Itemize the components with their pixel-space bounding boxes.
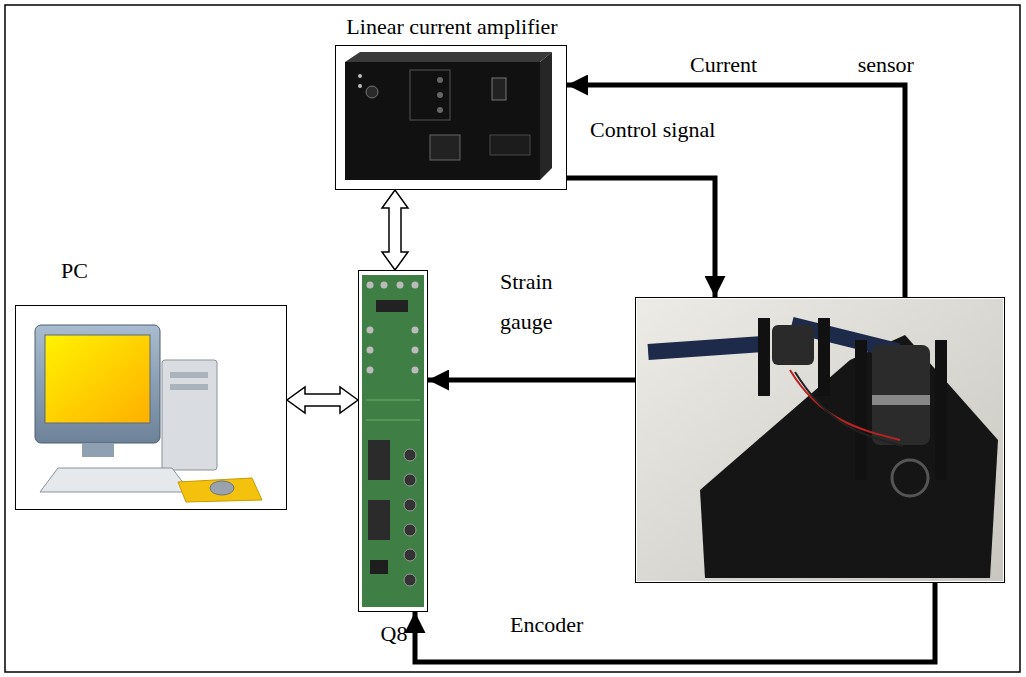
power-switch [366,86,378,98]
monitor-screen [45,335,150,423]
circuit-board [362,275,424,607]
mouse-pad [178,478,262,502]
keyboard [40,468,190,492]
signal-label: Encoder [508,612,585,638]
robot-box [635,297,1005,583]
monitor-stand [82,443,114,457]
header-connector [368,500,390,540]
amplifier-front [345,62,540,180]
label-plate [490,135,530,155]
outer-frame [5,5,1020,672]
jack [437,77,443,83]
din-socket [404,524,416,536]
chip [370,560,388,574]
amplifier-side [540,52,552,180]
photo-background [637,299,1003,581]
led [358,84,362,88]
joint-frame [758,318,770,396]
link-arm [648,336,764,360]
signal-arrow [567,85,905,297]
monitor-bezel [35,325,160,443]
pc-box: PC [15,305,287,510]
data-bus-arrow [382,190,408,270]
panel-strip [410,70,450,120]
mouse [210,481,234,495]
jack [412,282,419,289]
header-connector [376,300,408,312]
output-connector [430,135,460,160]
joint-motor [772,325,814,365]
signal-label: Current sensor [688,52,916,78]
node-heading: Linear current amplifier [346,14,557,40]
node-heading: Q8 [381,621,408,647]
pc-tower [162,360,217,470]
amplifier-top [345,52,552,62]
jack [397,282,404,289]
trace [366,420,420,421]
din-socket [404,549,416,561]
jack [412,367,419,374]
drive-bay [170,384,208,390]
din-socket [404,449,416,461]
motor-band [872,395,930,405]
jack [367,367,374,374]
amplifier-box: Linear current amplifier [335,45,567,190]
din-socket [404,474,416,486]
jack [381,282,388,289]
jack [367,347,374,354]
jack [437,107,443,113]
joint-frame [855,340,867,480]
din-socket [404,574,416,586]
joint-frame [935,340,947,480]
jack [412,347,419,354]
signal-arrow [428,378,635,383]
drive-bay [170,372,208,378]
q8-board-picture [362,275,424,607]
signal-label: Control signal [588,117,717,143]
node-heading: PC [61,258,88,284]
joint-motor [872,345,930,445]
base-plate [700,335,998,578]
signal-arrow [415,583,935,662]
led [358,74,362,78]
jack [367,327,374,334]
header-connector [368,440,390,480]
pc-icon [35,325,262,502]
wire [790,370,900,440]
enable-switch [492,78,506,100]
wire [795,372,903,446]
robot-photo [637,299,1003,581]
jack [367,282,374,289]
logo-ring [892,460,928,496]
signal-arrow [567,178,715,297]
jack [412,327,419,334]
signal-label: Strain gauge [498,262,582,342]
data-bus-arrow [287,387,358,413]
q8-box: Q8 [358,270,428,612]
jack [437,92,443,98]
joint-frame [818,318,830,396]
din-socket [404,499,416,511]
trace [366,400,420,401]
amplifier-picture [345,52,552,180]
